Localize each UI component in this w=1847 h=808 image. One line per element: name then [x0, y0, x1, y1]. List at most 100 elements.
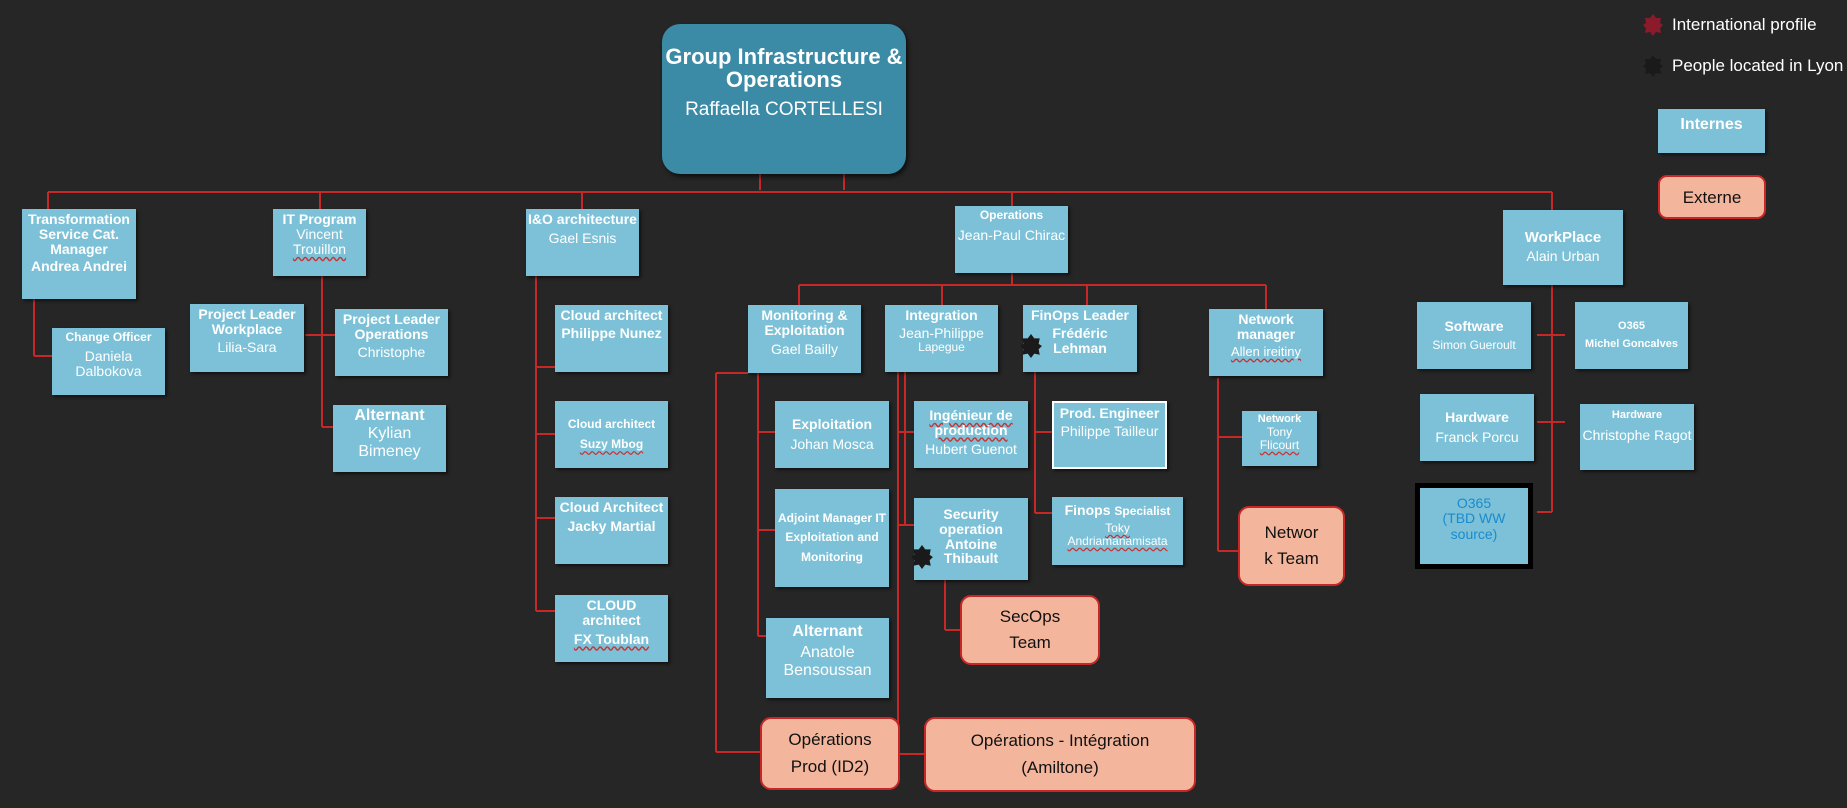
node-hardware-franck[interactable]: Hardware Franck Porcu — [1420, 394, 1534, 461]
black-star-badge-icon — [1020, 334, 1042, 358]
legend-externe: Externe — [1658, 175, 1766, 219]
node-person: Vincent — [296, 225, 343, 242]
node-person: Daniela Dalbokova — [75, 347, 142, 380]
node-title: Cloud Architect — [559, 499, 664, 515]
node-title: Hardware — [1445, 408, 1509, 425]
node-title: Adjoint Manager IT Exploitation and Moni… — [778, 511, 886, 564]
node-person: Gael Bailly — [771, 340, 838, 357]
node-cloud-architect-2[interactable]: Cloud architect Suzy Mbog — [555, 401, 668, 468]
node-person: Suzy Mbog — [579, 437, 644, 452]
external-network-team[interactable]: Networ k Team — [1238, 506, 1345, 586]
node-person: Jacky Martial — [567, 517, 656, 534]
node-person: Hubert Guenot — [925, 440, 1017, 457]
node-finops-leader[interactable]: FinOps Leader Frédéric Lehman — [1023, 305, 1137, 372]
node-ingenieur-production[interactable]: Ingénieur de production Hubert Guenot — [914, 401, 1028, 468]
node-title: Finops Specialist — [1065, 503, 1171, 518]
node-hardware-christophe[interactable]: Hardware Christophe Ragot — [1580, 404, 1694, 470]
node-title: Ingénieur de production — [929, 407, 1013, 438]
node-cloud-architect-1[interactable]: Cloud architect Philippe Nunez — [555, 305, 668, 372]
node-person: Philippe Nunez — [561, 324, 662, 341]
external-operations-integration[interactable]: Opérations - Intégration (Amiltone) — [924, 717, 1196, 792]
node-person: Toky — [1105, 520, 1130, 535]
node-title-sub: Specialist — [1114, 504, 1171, 518]
node-io-architecture[interactable]: I&O architecture Gael Esnis — [526, 209, 639, 276]
node-person: Johan Mosca — [790, 435, 874, 452]
node-title: Cloud architect — [560, 307, 663, 323]
external-secops-team[interactable]: SecOps Team — [960, 595, 1100, 665]
node-finops-specialist[interactable]: Finops Specialist Toky Andriamanamisata — [1052, 497, 1183, 565]
node-note: (TBD WW source) — [1442, 510, 1506, 542]
node-title: Project Leader Operations — [342, 311, 441, 342]
node-person: Lilia-Sara — [217, 338, 277, 355]
node-person: Tony — [1266, 424, 1293, 439]
root-title: Group Infrastructure & Operations — [665, 44, 903, 92]
node-person: Alain Urban — [1526, 248, 1600, 265]
node-title: Project Leader Workplace — [198, 306, 296, 337]
node-title: Change Officer — [65, 330, 152, 344]
node-title-main: Finops — [1064, 502, 1111, 518]
external-line: Team — [1009, 633, 1051, 652]
node-title: O365 — [1456, 495, 1492, 511]
node-title: IT Program — [282, 211, 357, 227]
external-operations-prod[interactable]: Opérations Prod (ID2) — [760, 717, 900, 790]
node-network-manager[interactable]: Network manager Allen ireitiny — [1209, 309, 1323, 376]
legend-international-label: International profile — [1672, 15, 1817, 34]
node-monitoring-exploitation[interactable]: Monitoring & Exploitation Gael Bailly — [748, 305, 861, 373]
node-person: Christophe — [357, 343, 426, 360]
external-line: Opérations — [788, 730, 872, 750]
node-title: FinOps Leader — [1030, 307, 1130, 323]
node-person: Kylian Bimeney — [358, 424, 421, 460]
node-alternant-anatole[interactable]: Alternant Anatole Bensoussan — [766, 618, 889, 698]
node-workplace[interactable]: WorkPlace Alain Urban — [1503, 210, 1623, 285]
external-line: Prod (ID2) — [790, 756, 870, 776]
node-project-leader-workplace[interactable]: Project Leader Workplace Lilia-Sara — [190, 304, 304, 372]
legend-lyon: People located in Lyon — [1643, 55, 1843, 77]
node-title: Operations — [979, 208, 1044, 222]
node-person: Lapegue — [918, 340, 965, 355]
node-alternant-kylian[interactable]: Alternant Kylian Bimeney — [333, 405, 446, 472]
node-transformation[interactable]: Transformation Service Cat. Manager Andr… — [22, 209, 136, 299]
node-person: Christophe Ragot — [1582, 426, 1692, 443]
node-person: Flicourt — [1259, 437, 1300, 452]
node-person: Andriamanamisata — [1067, 534, 1168, 549]
legend-internes: Internes — [1658, 109, 1765, 153]
node-person: Jean-Paul Chirac — [957, 226, 1066, 243]
node-title: Alternant — [354, 407, 425, 424]
node-title: Network — [1257, 413, 1302, 425]
node-security-operation[interactable]: Security operation Antoine Thibault — [914, 498, 1028, 580]
node-person: Andrea Andrei — [31, 258, 127, 275]
node-operations[interactable]: Operations Jean-Paul Chirac — [955, 206, 1068, 273]
node-person: Philippe Tailleur — [1060, 422, 1159, 439]
black-star-badge-icon — [911, 545, 933, 569]
node-network[interactable]: Network Tony Flicourt — [1242, 411, 1317, 466]
node-cloud-architect-4[interactable]: CLOUD architect FX Toublan — [555, 595, 668, 662]
node-it-program[interactable]: IT Program Vincent Trouillon — [273, 209, 366, 276]
node-title: Alternant — [792, 623, 863, 640]
node-person: Jean-Philippe — [899, 324, 984, 341]
external-line: Opérations - Intégration — [970, 731, 1150, 751]
node-o365-tbd-inner: O365 (TBD WW source) — [1420, 488, 1528, 564]
node-exploitation[interactable]: Exploitation Johan Mosca — [775, 401, 889, 468]
node-cloud-architect-3[interactable]: Cloud Architect Jacky Martial — [555, 497, 668, 564]
root-person: Raffaella CORTELLESI — [685, 98, 883, 120]
node-o365-tbd[interactable]: O365 (TBD WW source) — [1415, 483, 1533, 569]
root-group-infrastructure[interactable]: Group Infrastructure & Operations Raffae… — [662, 24, 906, 174]
node-prod-engineer[interactable]: Prod. Engineer Philippe Tailleur — [1052, 401, 1167, 469]
node-o365-michel[interactable]: O365 Michel Goncalves — [1575, 302, 1688, 369]
node-integration[interactable]: Integration Jean-Philippe Lapegue — [885, 305, 998, 372]
node-change-officer[interactable]: Change Officer Daniela Dalbokova — [52, 328, 165, 395]
node-software[interactable]: Software Simon Gueroult — [1417, 302, 1531, 369]
node-person: Allen ireitiny — [1230, 343, 1302, 359]
node-title: I&O architecture — [528, 211, 637, 227]
external-line: Networ — [1264, 522, 1319, 542]
node-project-leader-operations[interactable]: Project Leader Operations Christophe — [335, 309, 448, 376]
black-star-badge-icon — [1643, 55, 1663, 77]
node-person: Anatole Bensoussan — [783, 643, 872, 679]
node-person: Trouillon — [292, 241, 347, 258]
node-person: Simon Gueroult — [1432, 337, 1516, 352]
node-adjoint-manager[interactable]: Adjoint Manager IT Exploitation and Moni… — [775, 489, 889, 587]
legend-lyon-label: People located in Lyon — [1672, 56, 1844, 75]
external-line: (Amiltone) — [1021, 757, 1099, 777]
node-title: Monitoring & Exploitation — [761, 307, 848, 338]
